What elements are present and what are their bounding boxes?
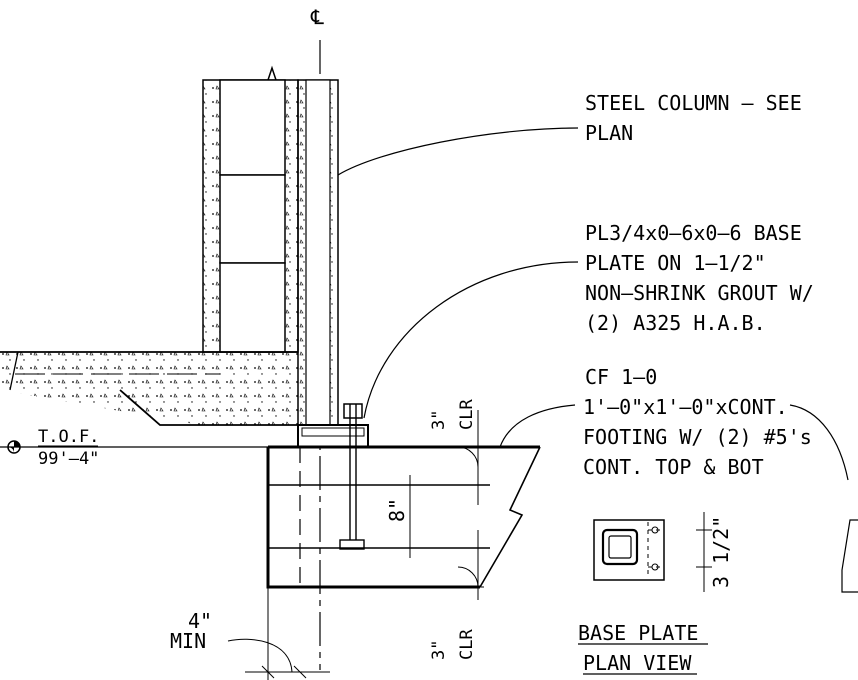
leader-footing — [499, 404, 576, 448]
bottom-clear-label: CLR — [457, 629, 477, 660]
min-edge-value: 4" — [188, 609, 212, 633]
leader-base-plate — [363, 261, 579, 419]
plan-view-title-line1: BASE PLATE — [578, 621, 698, 645]
anchor-bolt — [339, 404, 365, 550]
rebar-spacing-value: 8" — [385, 498, 409, 522]
min-edge-label: MIN — [170, 629, 206, 653]
slab — [0, 351, 298, 426]
dimension-rebar-spacing: 8" — [385, 475, 416, 558]
top-clear-label: CLR — [457, 399, 477, 430]
dimension-bottom-clear: 3" CLR — [429, 530, 484, 660]
leader-steel-column — [337, 127, 579, 176]
note-base-plate-line1: PL3/4x0–6x0–6 BASE — [585, 221, 802, 245]
elevation-mark: T.O.F. 99'–4" — [0, 427, 268, 469]
top-clear-value: 3" — [429, 410, 449, 430]
note-steel-column-line1: STEEL COLUMN – SEE — [585, 91, 802, 115]
dimension-min-edge: 4" MIN — [170, 587, 330, 680]
dimension-top-clear: 3" CLR — [429, 399, 484, 505]
note-base-plate-line3: NON–SHRINK GROUT W/ — [585, 281, 814, 305]
plate-dim-value: 3 1/2" — [709, 516, 733, 588]
note-footing-line1: CF 1–0 — [585, 365, 657, 389]
elevation-label: T.O.F. — [38, 427, 99, 447]
note-footing-line3: FOOTING W/ (2) #5's — [583, 425, 812, 449]
note-footing: CF 1–0 1'–0"x1'–0"xCONT. FOOTING W/ (2) … — [583, 365, 812, 479]
plan-view-title: BASE PLATE PLAN VIEW — [578, 621, 708, 675]
note-steel-column: STEEL COLUMN – SEE PLAN — [585, 91, 802, 145]
note-footing-line4: CONT. TOP & BOT — [583, 455, 764, 479]
cmu-wall — [202, 65, 299, 353]
centerline-symbol: ℄ — [310, 5, 324, 29]
note-footing-line2: 1'–0"x1'–0"xCONT. — [583, 395, 788, 419]
base-plate-plan-view: 3 1/2" — [593, 512, 858, 593]
note-base-plate-line4: (2) A325 H.A.B. — [585, 311, 766, 335]
elevation-value: 99'–4" — [38, 449, 99, 469]
note-steel-column-line2: PLAN — [585, 121, 633, 145]
bottom-clear-value: 3" — [429, 640, 449, 660]
note-base-plate-line2: PLATE ON 1–1/2" — [585, 251, 766, 275]
plan-view-title-line2: PLAN VIEW — [583, 651, 692, 675]
note-base-plate: PL3/4x0–6x0–6 BASE PLATE ON 1–1/2" NON–S… — [585, 221, 814, 335]
steel-column — [297, 79, 339, 426]
leader-footing-right — [789, 404, 849, 481]
